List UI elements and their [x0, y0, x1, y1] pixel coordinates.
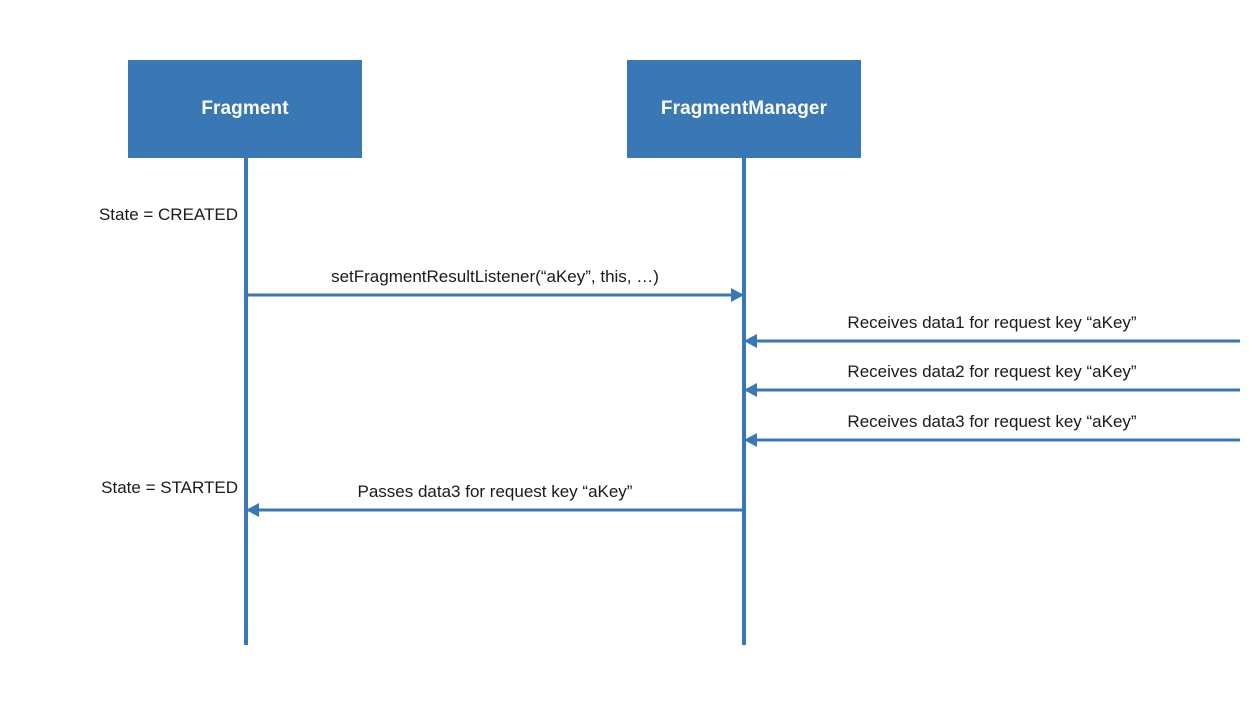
- lifeline-fragment: [244, 158, 248, 645]
- state-label-created: State = CREATED: [98, 205, 238, 224]
- message-line-passes-data3: [246, 508, 744, 512]
- participant-label-fragment: Fragment: [201, 98, 289, 119]
- arrowhead-left-icon: [246, 503, 259, 517]
- message-line-set-fragment-result-listener: [246, 293, 744, 297]
- message-line-receives-data1: [744, 339, 1240, 343]
- arrowhead-right-icon: [731, 288, 744, 302]
- arrowhead-left-icon: [744, 433, 757, 447]
- participant-box-fragment: Fragment: [128, 60, 362, 158]
- message-label-set-fragment-result-listener: setFragmentResultListener(“aKey”, this, …: [331, 267, 659, 286]
- message-line-receives-data3: [744, 438, 1240, 442]
- arrowhead-left-icon: [744, 383, 757, 397]
- lifeline-fragmentmanager: [742, 158, 746, 645]
- arrowhead-left-icon: [744, 334, 757, 348]
- message-label-receives-data1: Receives data1 for request key “aKey”: [847, 313, 1137, 332]
- message-label-passes-data3: Passes data3 for request key “aKey”: [357, 482, 633, 501]
- message-line-receives-data2: [744, 388, 1240, 392]
- message-label-receives-data3: Receives data3 for request key “aKey”: [847, 412, 1137, 431]
- participant-label-fragmentmanager: FragmentManager: [660, 98, 828, 119]
- state-label-started: State = STARTED: [101, 478, 238, 497]
- participant-box-fragmentmanager: FragmentManager: [627, 60, 861, 158]
- message-label-receives-data2: Receives data2 for request key “aKey”: [847, 362, 1137, 381]
